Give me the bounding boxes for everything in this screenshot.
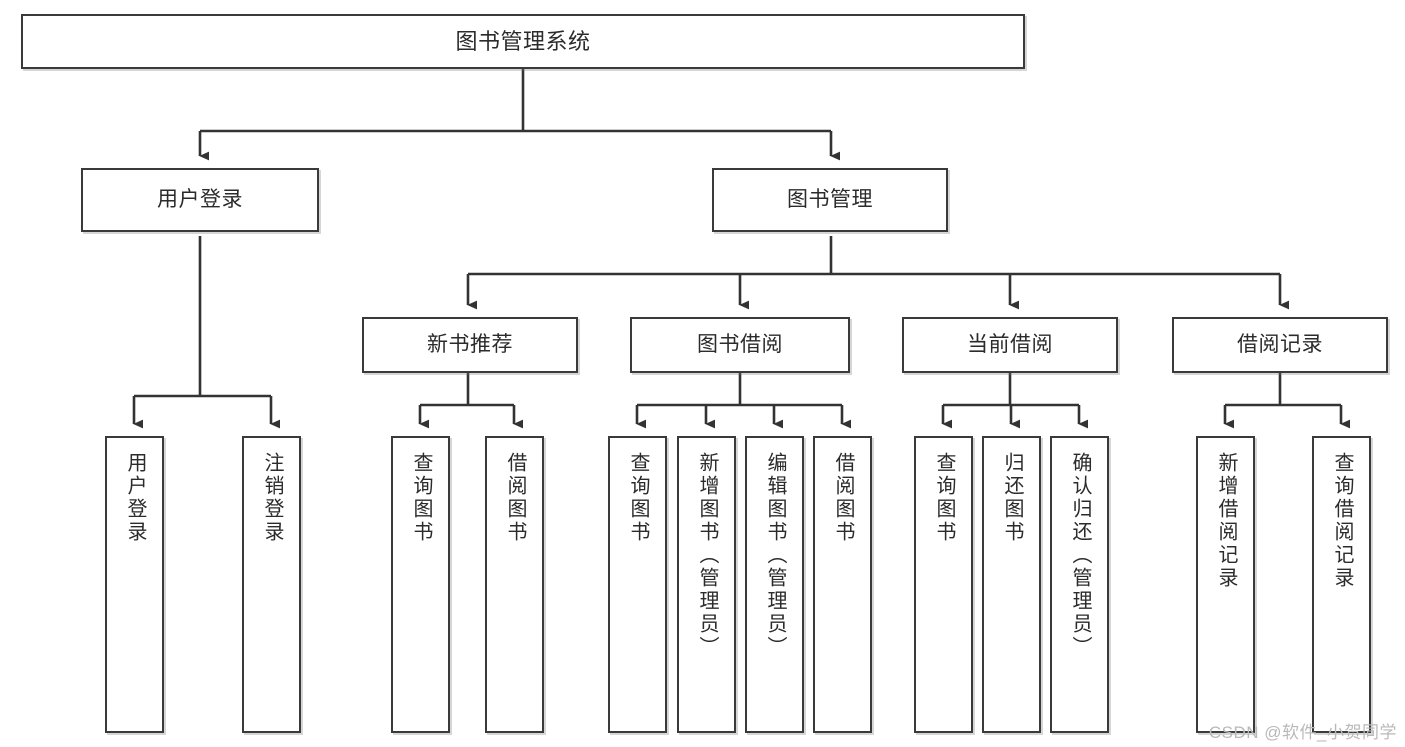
node-label: 图书管理 xyxy=(787,187,873,211)
node-label: 用户登录 xyxy=(124,452,146,544)
node-label: 当前借阅 xyxy=(967,332,1053,356)
node-label: 查询图书 xyxy=(627,452,649,544)
node-leaf-query-book-3[interactable]: 查询图书 xyxy=(914,436,973,733)
node-leaf-confirm-return-admin[interactable]: 确认归还（管理员） xyxy=(1050,436,1109,733)
node-label: 编辑图书（管理员） xyxy=(764,452,786,659)
watermark-text: CSDN @软件_小贺同学 xyxy=(1208,723,1397,742)
node-leaf-return-book[interactable]: 归还图书 xyxy=(982,436,1041,733)
node-label: 用户登录 xyxy=(157,187,243,211)
node-label: 查询图书 xyxy=(933,452,955,544)
node-label: 借阅图书 xyxy=(504,452,526,544)
node-label: 查询借阅记录 xyxy=(1331,452,1353,590)
node-new-book-recommend[interactable]: 新书推荐 xyxy=(362,317,578,373)
node-label: 注销登录 xyxy=(261,452,283,544)
node-leaf-query-book-1[interactable]: 查询图书 xyxy=(391,436,450,733)
node-label: 图书管理系统 xyxy=(455,28,591,54)
node-root-book-management-system[interactable]: 图书管理系统 xyxy=(21,14,1025,69)
node-leaf-logout[interactable]: 注销登录 xyxy=(242,436,301,733)
node-label: 归还图书 xyxy=(1001,452,1023,544)
node-label: 借阅记录 xyxy=(1237,332,1323,356)
node-label: 新增借阅记录 xyxy=(1215,452,1237,590)
node-leaf-borrow-book-1[interactable]: 借阅图书 xyxy=(485,436,544,733)
node-current-borrow[interactable]: 当前借阅 xyxy=(902,317,1118,373)
node-leaf-query-book-2[interactable]: 查询图书 xyxy=(608,436,667,733)
node-label: 新增图书（管理员） xyxy=(696,452,718,659)
node-book-management[interactable]: 图书管理 xyxy=(712,168,948,232)
node-book-borrow[interactable]: 图书借阅 xyxy=(630,317,850,373)
node-label: 借阅图书 xyxy=(832,452,854,544)
node-label: 新书推荐 xyxy=(427,332,513,356)
node-leaf-edit-book-admin[interactable]: 编辑图书（管理员） xyxy=(745,436,804,733)
node-leaf-add-borrow-record[interactable]: 新增借阅记录 xyxy=(1196,436,1255,733)
node-user-login[interactable]: 用户登录 xyxy=(81,168,319,232)
node-label: 图书借阅 xyxy=(697,332,783,356)
node-leaf-query-borrow-record[interactable]: 查询借阅记录 xyxy=(1312,436,1371,733)
node-label: 查询图书 xyxy=(410,452,432,544)
node-leaf-user-login[interactable]: 用户登录 xyxy=(105,436,164,733)
node-label: 确认归还（管理员） xyxy=(1069,452,1091,659)
node-leaf-borrow-book-2[interactable]: 借阅图书 xyxy=(813,436,872,733)
node-leaf-add-book-admin[interactable]: 新增图书（管理员） xyxy=(677,436,736,733)
node-borrow-record[interactable]: 借阅记录 xyxy=(1172,317,1388,373)
